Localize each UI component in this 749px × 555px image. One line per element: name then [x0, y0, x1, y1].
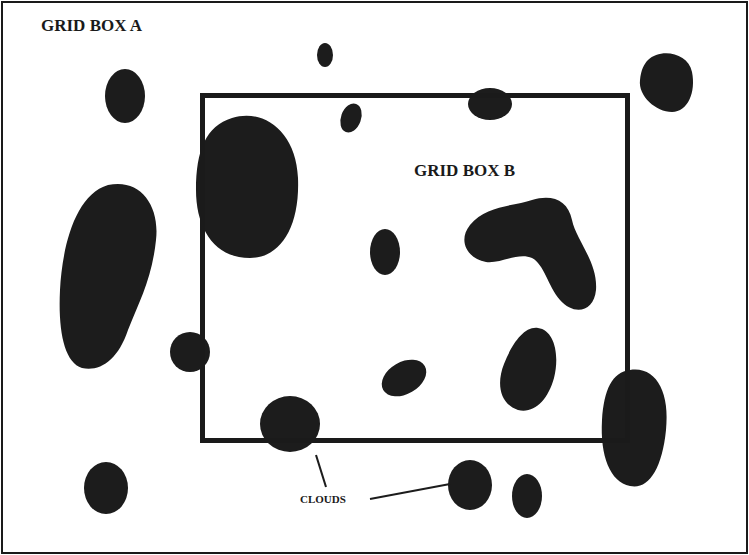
cloud — [640, 53, 693, 112]
clouds — [60, 43, 693, 518]
cloud — [370, 229, 400, 275]
cloud — [602, 370, 667, 487]
leader-line — [370, 484, 450, 499]
cloud — [500, 328, 556, 411]
grid-box-inner: GRID BOX B — [200, 93, 630, 443]
cloud — [448, 460, 492, 510]
callout-label: CLOUDS — [299, 493, 347, 505]
cloud — [317, 43, 333, 67]
cloud — [60, 184, 157, 369]
box-title: GRID BOX A — [41, 17, 142, 36]
cloud — [84, 462, 128, 514]
cloud — [105, 69, 145, 123]
cloud — [464, 198, 596, 310]
cloud — [196, 116, 298, 258]
box-title: GRID BOX B — [414, 162, 515, 181]
leader-line — [316, 455, 326, 487]
cloud — [336, 100, 365, 135]
cloud — [375, 352, 433, 404]
cloud — [260, 396, 320, 452]
cloud — [512, 474, 542, 518]
